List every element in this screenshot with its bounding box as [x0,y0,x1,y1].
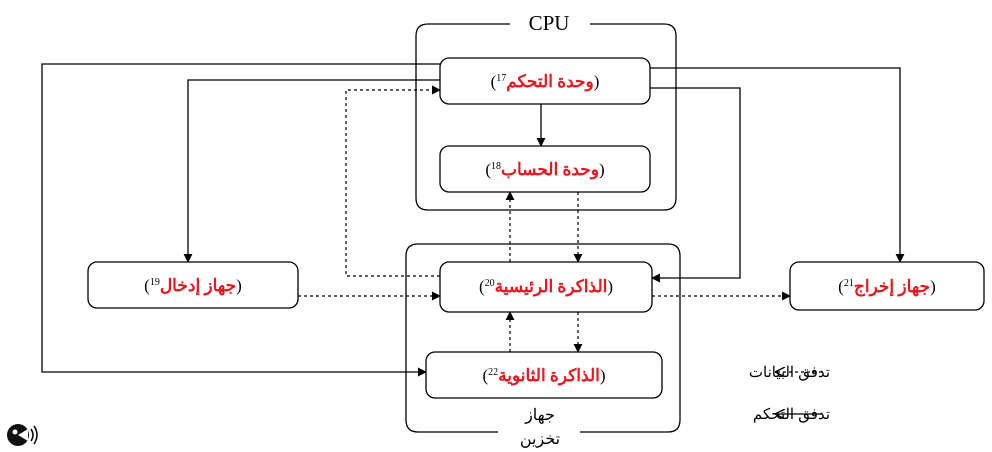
storage-label-line2: تخزين [520,431,560,448]
alu-name: وحدة الحساب [501,160,599,180]
storage-label-line1: جهاز [524,407,555,424]
secondary-memory-name: الذاكرة الثانوية [498,366,600,386]
cpu-label: CPU [529,11,570,35]
legend-data-flow-label: تدفق البيانات [749,364,830,381]
control-to-secondary-arrow [41,63,440,377]
control-unit-ref: 17 [496,73,506,84]
input-device-ref: 19 [150,277,160,288]
legend: تدفق البيانات تدفق التحكم [749,364,830,423]
control-to-input-arrow [183,79,440,263]
output-device-name: جهاز إخراج [854,277,930,297]
svg-text:(الذاكرة الرئيسية20): (الذاكرة الرئيسية20) [479,277,613,297]
control-unit-node: (وحدة التحكم17) [439,57,651,105]
storage-frame [405,243,681,433]
secondary-memory-ref: 22 [488,367,498,378]
control-to-output-arrow [650,67,905,263]
input-device-name: جهاز إدخال [160,276,236,296]
svg-text:(الذاكرة الثانوية22): (الذاكرة الثانوية22) [482,366,605,386]
svg-text:(جهاز إدخال19): (جهاز إدخال19) [144,276,242,296]
input-device-node: (جهاز إدخال19) [87,261,299,309]
output-device-node: (جهاز إخراج21) [789,261,985,311]
control-to-main-memory-arrow [650,87,741,283]
alu-ref: 18 [491,161,501,172]
main-memory-to-control-arrow [345,85,441,277]
control-unit-name: وحدة التحكم [506,72,594,92]
cpu-frame [415,23,677,211]
main-memory-name: الذاكرة الرئيسية [495,277,608,297]
svg-text:(جهاز إخراج21): (جهاز إخراج21) [838,277,936,297]
speaker-audio-icon[interactable] [7,424,38,446]
svg-text:(وحدة التحكم17): (وحدة التحكم17) [491,72,600,92]
svg-text:(وحدة الحساب18): (وحدة الحساب18) [485,160,604,180]
alu-node: (وحدة الحساب18) [439,145,651,193]
secondary-memory-node: (الذاكرة الثانوية22) [425,351,663,399]
output-device-ref: 21 [844,278,854,289]
main-memory-node: (الذاكرة الرئيسية20) [439,261,653,313]
legend-control-flow-label: تدفق التحكم [753,406,830,423]
main-memory-ref: 20 [485,278,495,289]
